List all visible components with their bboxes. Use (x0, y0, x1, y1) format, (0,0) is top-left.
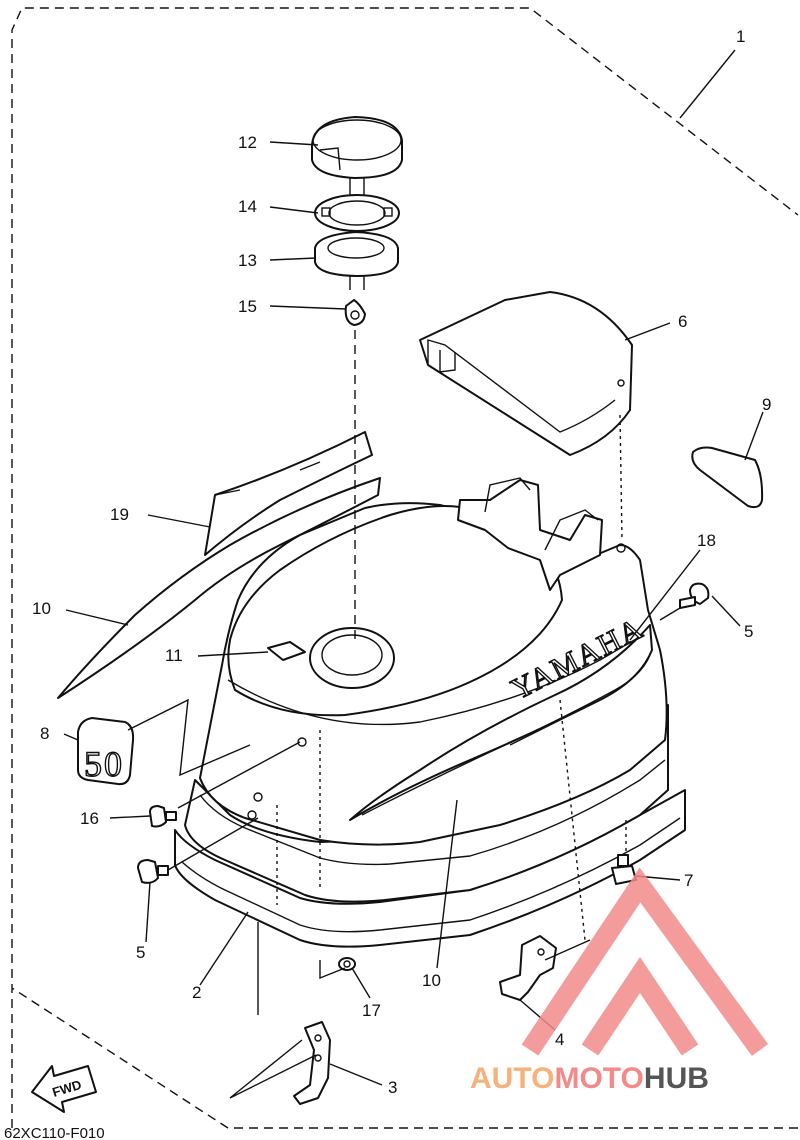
leader-lines (63, 49, 764, 1086)
watermark-text: AUTOMOTOHUB (470, 1062, 709, 1095)
callout-4: 4 (555, 1030, 564, 1049)
model-decal-8: 50 (77, 717, 135, 786)
bracket-3 (293, 1021, 331, 1105)
fwd-arrow: FWD (31, 1065, 97, 1113)
decal-10-left (57, 477, 381, 699)
callout-10b: 10 (422, 971, 441, 990)
figure-code: 62XC110-F010 (4, 1125, 105, 1140)
callout-1: 1 (736, 27, 745, 46)
callout-17: 17 (362, 1001, 381, 1020)
callout-19: 19 (110, 505, 129, 524)
callout-15: 15 (238, 297, 257, 316)
callout-18: 18 (697, 531, 716, 550)
callout-14: 14 (238, 197, 257, 216)
bolt-5-right (679, 582, 710, 609)
callout-3: 3 (388, 1078, 397, 1097)
bolt-5-left (137, 859, 169, 884)
callout-11: 11 (165, 646, 183, 665)
callout-10a: 10 (32, 599, 51, 618)
callout-6: 6 (678, 312, 687, 331)
callout-9: 9 (762, 395, 771, 414)
assembly-boundary (11, 7, 799, 1129)
callout-7: 7 (684, 871, 693, 890)
cap-assembly (311, 116, 403, 640)
callout-16: 16 (80, 809, 99, 828)
decal-19 (204, 431, 373, 556)
callout-5b: 5 (136, 943, 145, 962)
label-plate-9 (691, 446, 764, 509)
rear-cover-6 (419, 291, 633, 456)
grommet-17 (338, 957, 356, 971)
bolt-16 (149, 805, 177, 828)
callout-13: 13 (238, 251, 257, 270)
decal-number: 50 (84, 744, 124, 784)
callout-12: 12 (238, 133, 257, 152)
callouts: 1 2 3 4 5 5 6 7 8 9 10 10 11 12 13 14 15… (32, 27, 771, 1097)
top-cowling (174, 477, 686, 948)
callout-5a: 5 (744, 622, 753, 641)
watermark-logo (521, 867, 769, 1056)
callout-8: 8 (40, 724, 49, 743)
callout-2: 2 (192, 983, 201, 1002)
bolt-7 (611, 854, 637, 885)
hook-4 (499, 935, 557, 1001)
